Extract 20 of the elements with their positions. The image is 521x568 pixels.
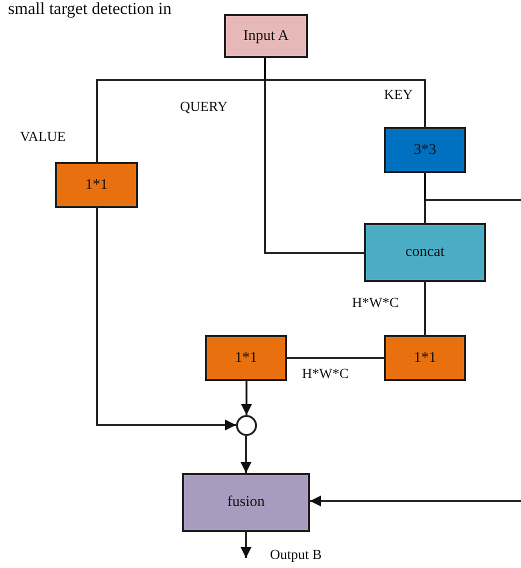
arrow: [96, 208, 236, 430]
process-box: Input A: [224, 14, 308, 58]
junction-circle: [236, 415, 257, 436]
arrow: [241, 381, 252, 415]
process-box: fusion: [182, 473, 310, 532]
arrow: [240, 532, 252, 558]
caption-fragment: small target detection in: [8, 0, 172, 19]
edge-label: Output B: [270, 548, 322, 564]
connector-line: [287, 357, 384, 359]
connector-line: [424, 173, 521, 201]
process-box: 1*1: [55, 162, 138, 208]
arrow: [310, 496, 521, 506]
process-box: 3*3: [384, 127, 466, 173]
connector-line: [424, 282, 426, 335]
process-box: 1*1: [205, 335, 287, 381]
edge-label: QUERY: [180, 100, 228, 116]
arrow: [240, 436, 252, 473]
process-box: 1*1: [384, 335, 466, 381]
process-box: concat: [364, 223, 486, 282]
connector-line: [264, 58, 426, 127]
